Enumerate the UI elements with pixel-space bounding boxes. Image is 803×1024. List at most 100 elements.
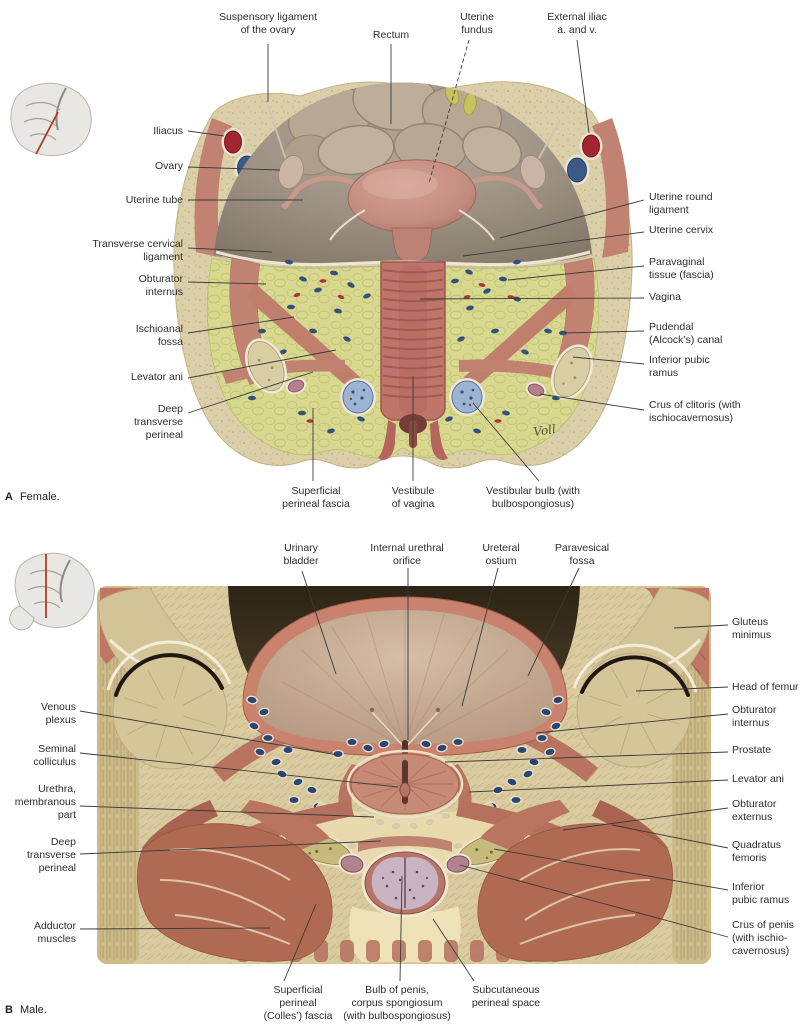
label-inferior-pubic-ramus-b: Inferior pubic ramus	[732, 881, 790, 906]
leader-inferior-pubic-ramus-a	[572, 356, 645, 365]
label-superficial-colles-fascia: Superficial perineal (Colles’) fascia	[263, 984, 333, 1022]
artery-icon	[582, 134, 600, 158]
male-pelvis-illustration	[79, 567, 729, 982]
label-inferior-pubic-ramus-a: Inferior pubic ramus	[649, 354, 710, 379]
ureteral-ostium-right	[435, 707, 441, 713]
crus-of-clitoris-left	[285, 377, 307, 395]
uterine-tube-right	[459, 175, 543, 209]
seminal-colliculus	[399, 782, 411, 798]
leader-adductor-muscles	[79, 927, 271, 930]
label-uterine-fundus: Uterine fundus	[460, 11, 494, 36]
caption-b-letter: B	[5, 1004, 13, 1016]
section-plane-line	[35, 111, 59, 155]
caption-a-letter: A	[5, 491, 13, 503]
uterine-tube-left	[281, 175, 365, 209]
label-iliacus: Iliacus	[153, 125, 183, 137]
label-gluteus-minimus: Gluteus minimus	[732, 616, 772, 641]
round-ligament-left	[329, 209, 366, 241]
round-ligament-right	[458, 209, 495, 241]
leader-quadratus-femoris	[611, 824, 729, 849]
caption-a: A Female.	[5, 491, 60, 503]
leader-obturator-internus-b	[535, 713, 729, 734]
uterus	[329, 159, 495, 263]
label-rectum: Rectum	[372, 29, 410, 41]
leader-paravesical-fossa	[527, 567, 580, 677]
label-transverse-cervical-ligament: Transverse cervical ligament	[92, 238, 183, 263]
leader-gluteus-minimus	[673, 624, 729, 629]
label-head-of-femur: Head of femur	[732, 681, 799, 693]
suspensory-ligament	[267, 104, 287, 161]
leader-venous-plexus	[79, 710, 339, 756]
label-obturator-internus-a: Obturator internus	[138, 273, 183, 298]
orientation-inset-female	[10, 82, 92, 156]
ovary-left	[277, 154, 305, 190]
vein-icon	[567, 157, 587, 183]
crus-of-penis-left	[338, 853, 366, 875]
vestibule	[378, 420, 396, 461]
leader-paravaginal-tissue	[507, 265, 645, 281]
leader-uterine-round-ligament	[499, 199, 645, 239]
leader-ischioanal-fossa	[187, 316, 295, 334]
iliacus-muscle-left	[194, 118, 232, 258]
leader-uterine-fundus	[428, 39, 470, 184]
label-superficial-perineal-fascia: Superficial perineal fascia	[282, 485, 350, 510]
crus-of-penis-right	[444, 853, 472, 875]
leader-uterine-cervix	[462, 231, 645, 257]
label-paravaginal-tissue: Paravaginal tissue (fascia)	[649, 256, 714, 281]
label-urethra-membranous: Urethra, membranous part	[14, 783, 76, 821]
label-seminal-colliculus: Seminal colliculus	[33, 743, 76, 768]
label-ischioanal-fossa: Ischioanal fossa	[135, 323, 183, 348]
label-obturator-externus: Obturator externus	[732, 798, 777, 823]
leader-ovary	[187, 166, 281, 171]
label-uterine-cervix: Uterine cervix	[649, 224, 714, 236]
leader-ureteral-ostium	[461, 567, 499, 707]
leader-lines-b	[79, 567, 729, 982]
leader-seminal-colliculus	[79, 752, 399, 788]
leader-levator-ani-b	[468, 779, 729, 793]
label-quadratus-femoris: Quadratus femoris	[732, 839, 782, 864]
leader-transverse-cervical	[187, 247, 273, 253]
trigone	[371, 711, 439, 749]
label-paravesical-fossa: Paravesical fossa	[554, 542, 610, 567]
orientation-inset-male	[9, 552, 95, 631]
label-subcutaneous-perineal-space: Subcutaneous perineal space	[471, 984, 541, 1009]
iliacus-muscle-right	[592, 118, 630, 258]
caption-a-text: Female.	[19, 491, 60, 503]
leader-vagina	[419, 297, 645, 300]
vestibule	[430, 420, 448, 461]
leader-head-of-femur	[635, 686, 729, 692]
label-crus-of-clitoris: Crus of clitoris (with ischiocavernosus)	[649, 399, 741, 424]
head-of-femur-left	[106, 640, 232, 770]
label-adductor-muscles: Adductor muscles	[33, 920, 76, 945]
label-obturator-internus-b: Obturator internus	[732, 704, 777, 729]
leader-superficial-colles	[283, 903, 317, 982]
artist-signature: Voll	[532, 422, 556, 439]
leader-external-iliac	[576, 39, 590, 134]
leader-prostate	[444, 751, 729, 763]
label-levator-ani-a: Levator ani	[131, 371, 183, 383]
head-of-femur-right	[572, 643, 698, 768]
deep-transverse-perineal-right	[459, 359, 582, 384]
label-deep-transverse-perineal-b: Deep transverse perineal	[26, 836, 76, 874]
uterine-adnexa	[267, 104, 561, 209]
artery-icon	[224, 130, 242, 154]
inferior-pubic-ramus-left	[245, 338, 287, 394]
leader-levator-ani-a	[187, 349, 337, 379]
adductor-muscles-right	[477, 800, 673, 962]
leader-deep-transverse-b	[79, 840, 382, 855]
label-urinary-bladder: Urinary bladder	[283, 542, 319, 567]
leader-urinary-bladder	[301, 570, 337, 675]
label-suspensory-ligament: Suspensory ligament of the ovary	[218, 11, 318, 36]
leader-urethra-membranous	[79, 805, 375, 818]
leader-vestibular-bulb	[472, 402, 540, 482]
label-uterine-round-ligament: Uterine round ligament	[649, 191, 713, 216]
label-venous-plexus: Venous plexus	[40, 701, 76, 726]
ureteral-ostium-left	[369, 707, 375, 713]
penis-outline	[9, 605, 35, 631]
female-pelvis-illustration: Voll	[173, 39, 645, 482]
leader-obturator-internus-a	[187, 281, 267, 285]
leader-lines-a	[187, 39, 645, 482]
suspensory-ligament	[537, 119, 561, 161]
